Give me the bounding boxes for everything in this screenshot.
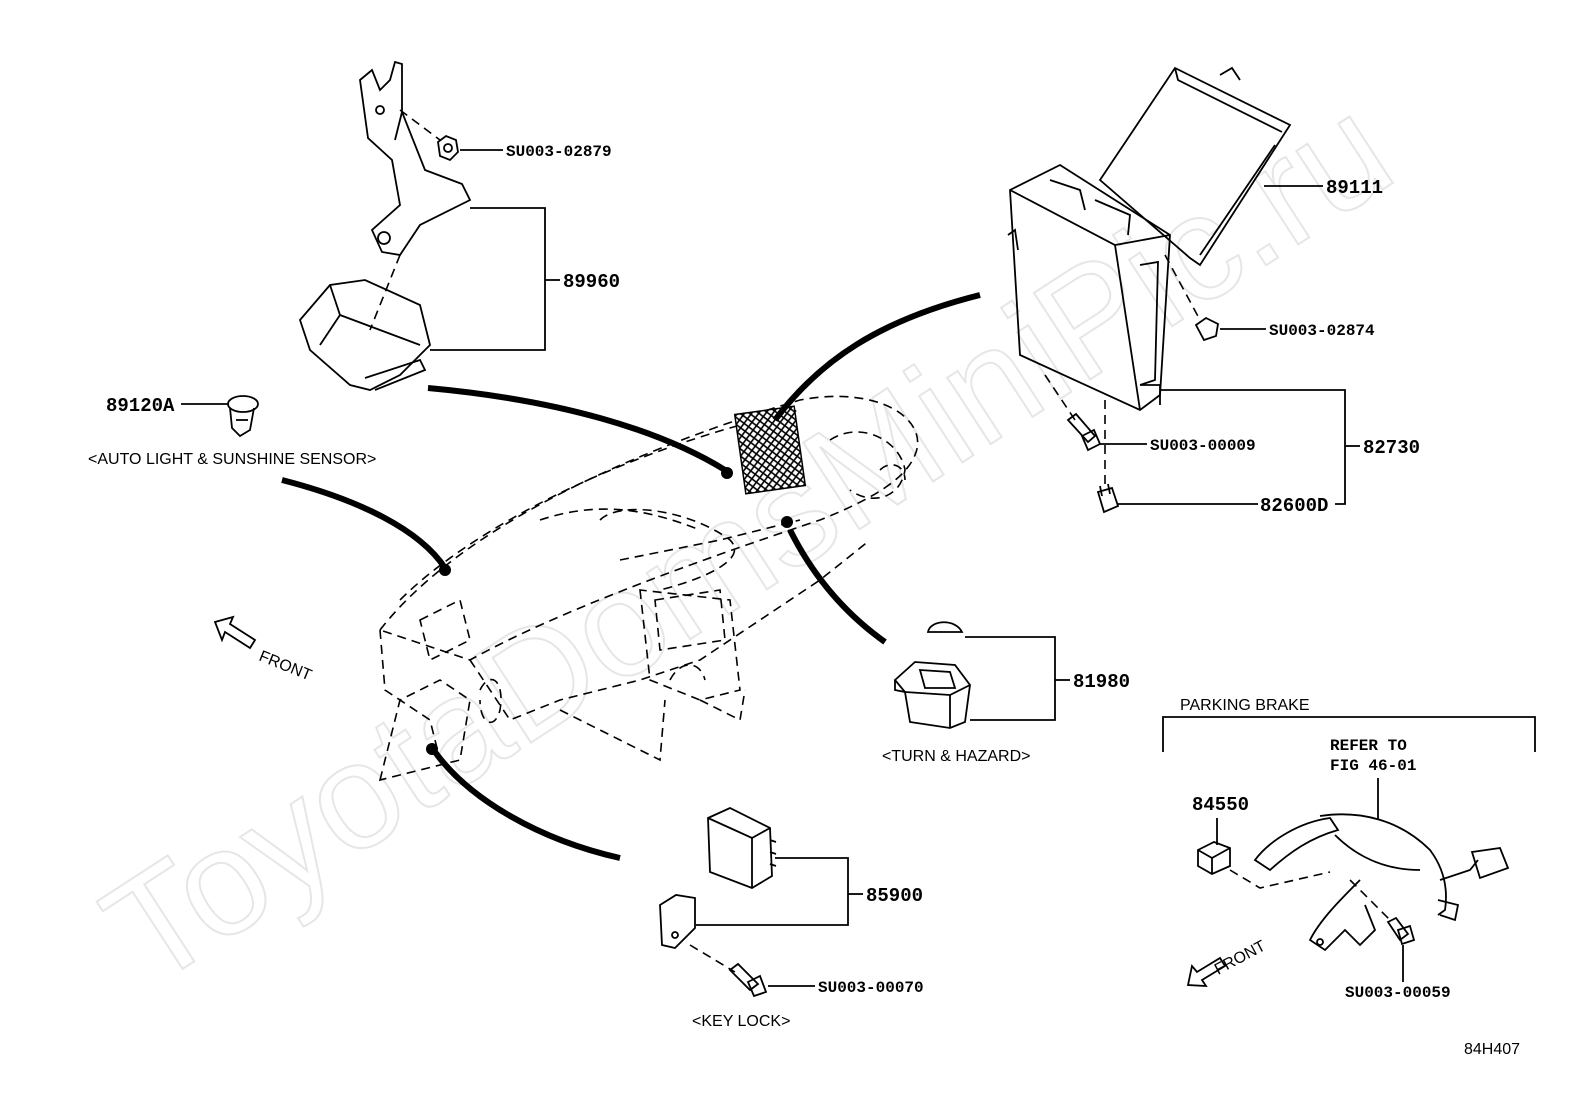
leader-89960 xyxy=(427,385,727,473)
su003-00059-label: SU003-00059 xyxy=(1345,984,1451,1002)
caption-turn-hazard: <TURN & HAZARD> xyxy=(882,748,1030,765)
front-label-right: FRONT xyxy=(1212,938,1269,979)
leader-turn-hazard xyxy=(787,528,887,645)
part-84550-label: 84550 xyxy=(1192,794,1249,816)
front-label-left: FRONT xyxy=(257,648,315,684)
parking-brake-title: PARKING BRAKE xyxy=(1180,697,1310,714)
location-dot-turn-hazard xyxy=(781,516,793,528)
leader-key-lock xyxy=(432,750,621,861)
bolt-su003-00059 xyxy=(1386,916,1416,946)
caption-auto-light: <AUTO LIGHT & SUNSHINE SENSOR> xyxy=(88,451,376,468)
ecu-82730-box xyxy=(1007,163,1171,412)
part-81980-label: 81980 xyxy=(1073,671,1130,693)
bracket-82730-leader xyxy=(1160,389,1346,505)
watermark: ToyotaDomsMiniPic.ru xyxy=(76,63,1419,1017)
front-arrow-right: FRONT xyxy=(1186,938,1269,987)
front-arrow-left: FRONT xyxy=(213,615,315,684)
bracket-89960-leader xyxy=(430,207,546,351)
part-85900-label: 85900 xyxy=(866,885,923,907)
bracket-85900 xyxy=(659,894,696,949)
dash-bracket-module xyxy=(369,254,401,331)
dashboard-outline xyxy=(378,395,919,782)
relay-81980 xyxy=(893,621,971,729)
su003-02874-label: SU003-02874 xyxy=(1269,322,1375,340)
sensor-89120a xyxy=(227,395,259,438)
clip-su003-02874 xyxy=(1194,316,1219,342)
bracket-85900-leader xyxy=(696,857,849,926)
part-89120a-label: 89120A xyxy=(106,395,175,417)
ecu-89111-cover xyxy=(1098,66,1292,267)
bracket-81980-leader xyxy=(965,636,1056,721)
parking-brake-lever xyxy=(1253,813,1510,952)
figure-code: 84H407 xyxy=(1464,1041,1520,1058)
dash-nut-89960 xyxy=(399,109,441,141)
su003-00070-label: SU003-00070 xyxy=(818,979,924,997)
switch-84550 xyxy=(1197,841,1231,876)
leader-ecu xyxy=(772,292,981,422)
part-89111-label: 89111 xyxy=(1326,177,1383,199)
ecu-location-hatch xyxy=(733,405,807,495)
parking-brake-bracket xyxy=(1162,716,1536,752)
relay-85900 xyxy=(707,807,777,889)
bracket-89960 xyxy=(359,60,472,256)
refer-line-2: FIG 46-01 xyxy=(1330,757,1416,775)
bolt-su003-00070 xyxy=(728,962,768,998)
su003-00009-label: SU003-00009 xyxy=(1150,437,1256,455)
leader-sensor xyxy=(281,477,448,570)
caption-key-lock: <KEY LOCK> xyxy=(692,1013,790,1030)
su003-02879-label: SU003-02879 xyxy=(506,143,612,161)
refer-line-1: REFER TO xyxy=(1330,737,1407,755)
part-89960-label: 89960 xyxy=(563,271,620,293)
part-82600d-label: 82600D xyxy=(1260,495,1328,517)
part-82730-label: 82730 xyxy=(1363,437,1420,459)
module-89960 xyxy=(298,279,431,391)
fuse-82600d xyxy=(1096,483,1120,514)
nut-su003-02879 xyxy=(437,134,459,162)
